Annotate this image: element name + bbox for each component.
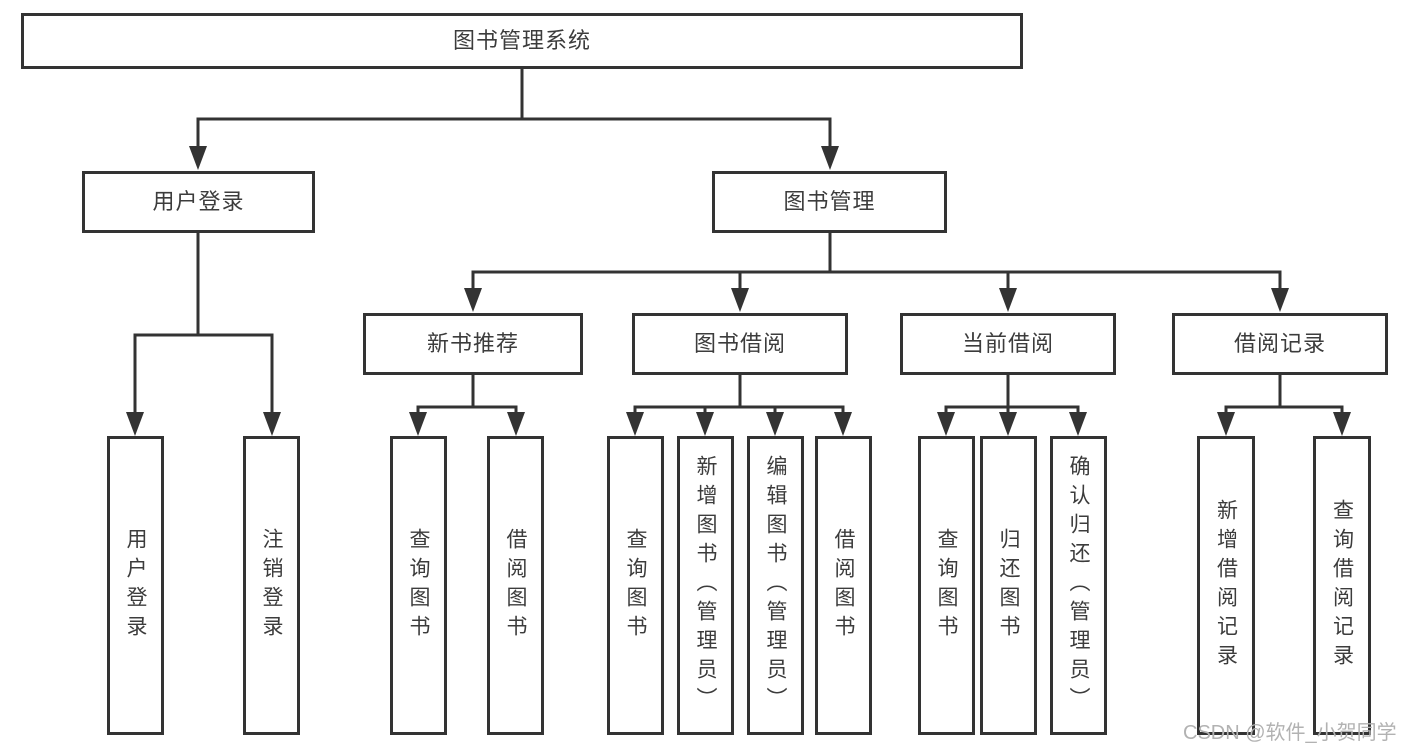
node-leaf-add-borrow-record: 新增借阅记录 bbox=[1197, 436, 1255, 735]
node-leaf-confirm-return-admin: 确认归还（管理员） bbox=[1050, 436, 1107, 735]
node-leaf-query-borrow-record: 查询借阅记录 bbox=[1313, 436, 1371, 735]
csdn-watermark: CSDN @软件_小贺同学 bbox=[1183, 722, 1397, 744]
node-user-login: 用户登录 bbox=[82, 171, 315, 233]
node-library-system: 图书管理系统 bbox=[21, 13, 1023, 69]
node-leaf-edit-book-admin: 编辑图书（管理员） bbox=[747, 436, 804, 735]
node-book-borrowing: 图书借阅 bbox=[632, 313, 848, 375]
node-leaf-return-book: 归还图书 bbox=[980, 436, 1037, 735]
node-leaf-user-login: 用户登录 bbox=[107, 436, 164, 735]
node-borrowing-records: 借阅记录 bbox=[1172, 313, 1388, 375]
node-leaf-borrow-books-recommend: 借阅图书 bbox=[487, 436, 544, 735]
node-leaf-query-books-borrowing: 查询图书 bbox=[607, 436, 664, 735]
node-leaf-logout: 注销登录 bbox=[243, 436, 300, 735]
node-current-borrowing: 当前借阅 bbox=[900, 313, 1116, 375]
node-book-management: 图书管理 bbox=[712, 171, 947, 233]
node-leaf-add-book-admin: 新增图书（管理员） bbox=[677, 436, 734, 735]
node-leaf-query-books-current: 查询图书 bbox=[918, 436, 975, 735]
node-leaf-borrow-books-borrowing: 借阅图书 bbox=[815, 436, 872, 735]
node-leaf-query-books-recommend: 查询图书 bbox=[390, 436, 447, 735]
node-new-book-recommendation: 新书推荐 bbox=[363, 313, 583, 375]
